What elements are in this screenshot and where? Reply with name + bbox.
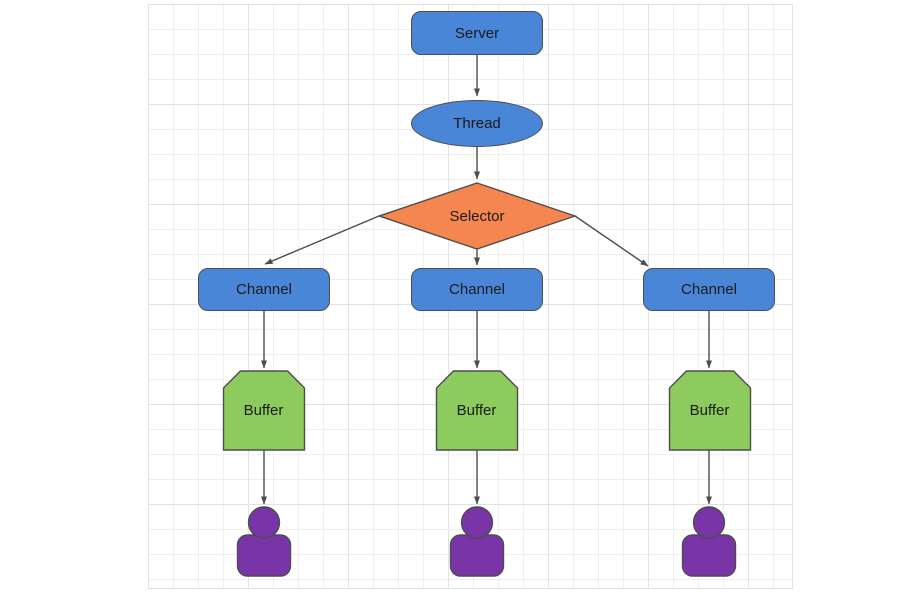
node-user-3[interactable] (681, 506, 737, 577)
node-thread-ellipse[interactable]: Thread (411, 100, 543, 147)
person-body-icon (681, 534, 737, 577)
edge-selector-channel3[interactable] (574, 215, 649, 267)
node-thread-label: Thread (453, 115, 501, 132)
node-channel-2-label: Channel (449, 281, 505, 298)
node-selector[interactable] (376, 182, 578, 250)
node-channel-1-label: Channel (236, 281, 292, 298)
person-head-icon (460, 506, 494, 539)
person-body-icon (236, 534, 292, 577)
node-server-box[interactable]: Server (411, 11, 543, 55)
person-body-icon (449, 534, 505, 577)
node-server-label: Server (454, 24, 500, 42)
node-buffer-2[interactable] (435, 370, 519, 451)
node-user-2[interactable] (449, 506, 505, 577)
node-channel-1[interactable]: Channel (198, 268, 330, 311)
node-channel-2[interactable]: Channel (411, 268, 543, 311)
node-user-1[interactable] (236, 506, 292, 577)
node-buffer-1[interactable] (222, 370, 306, 451)
node-channel-3-label: Channel (681, 281, 737, 298)
node-channel-3[interactable]: Channel (643, 268, 775, 311)
person-head-icon (692, 506, 726, 539)
node-buffer-3[interactable] (668, 370, 752, 451)
person-head-icon (247, 506, 281, 539)
edge-selector-channel1[interactable] (264, 215, 380, 265)
